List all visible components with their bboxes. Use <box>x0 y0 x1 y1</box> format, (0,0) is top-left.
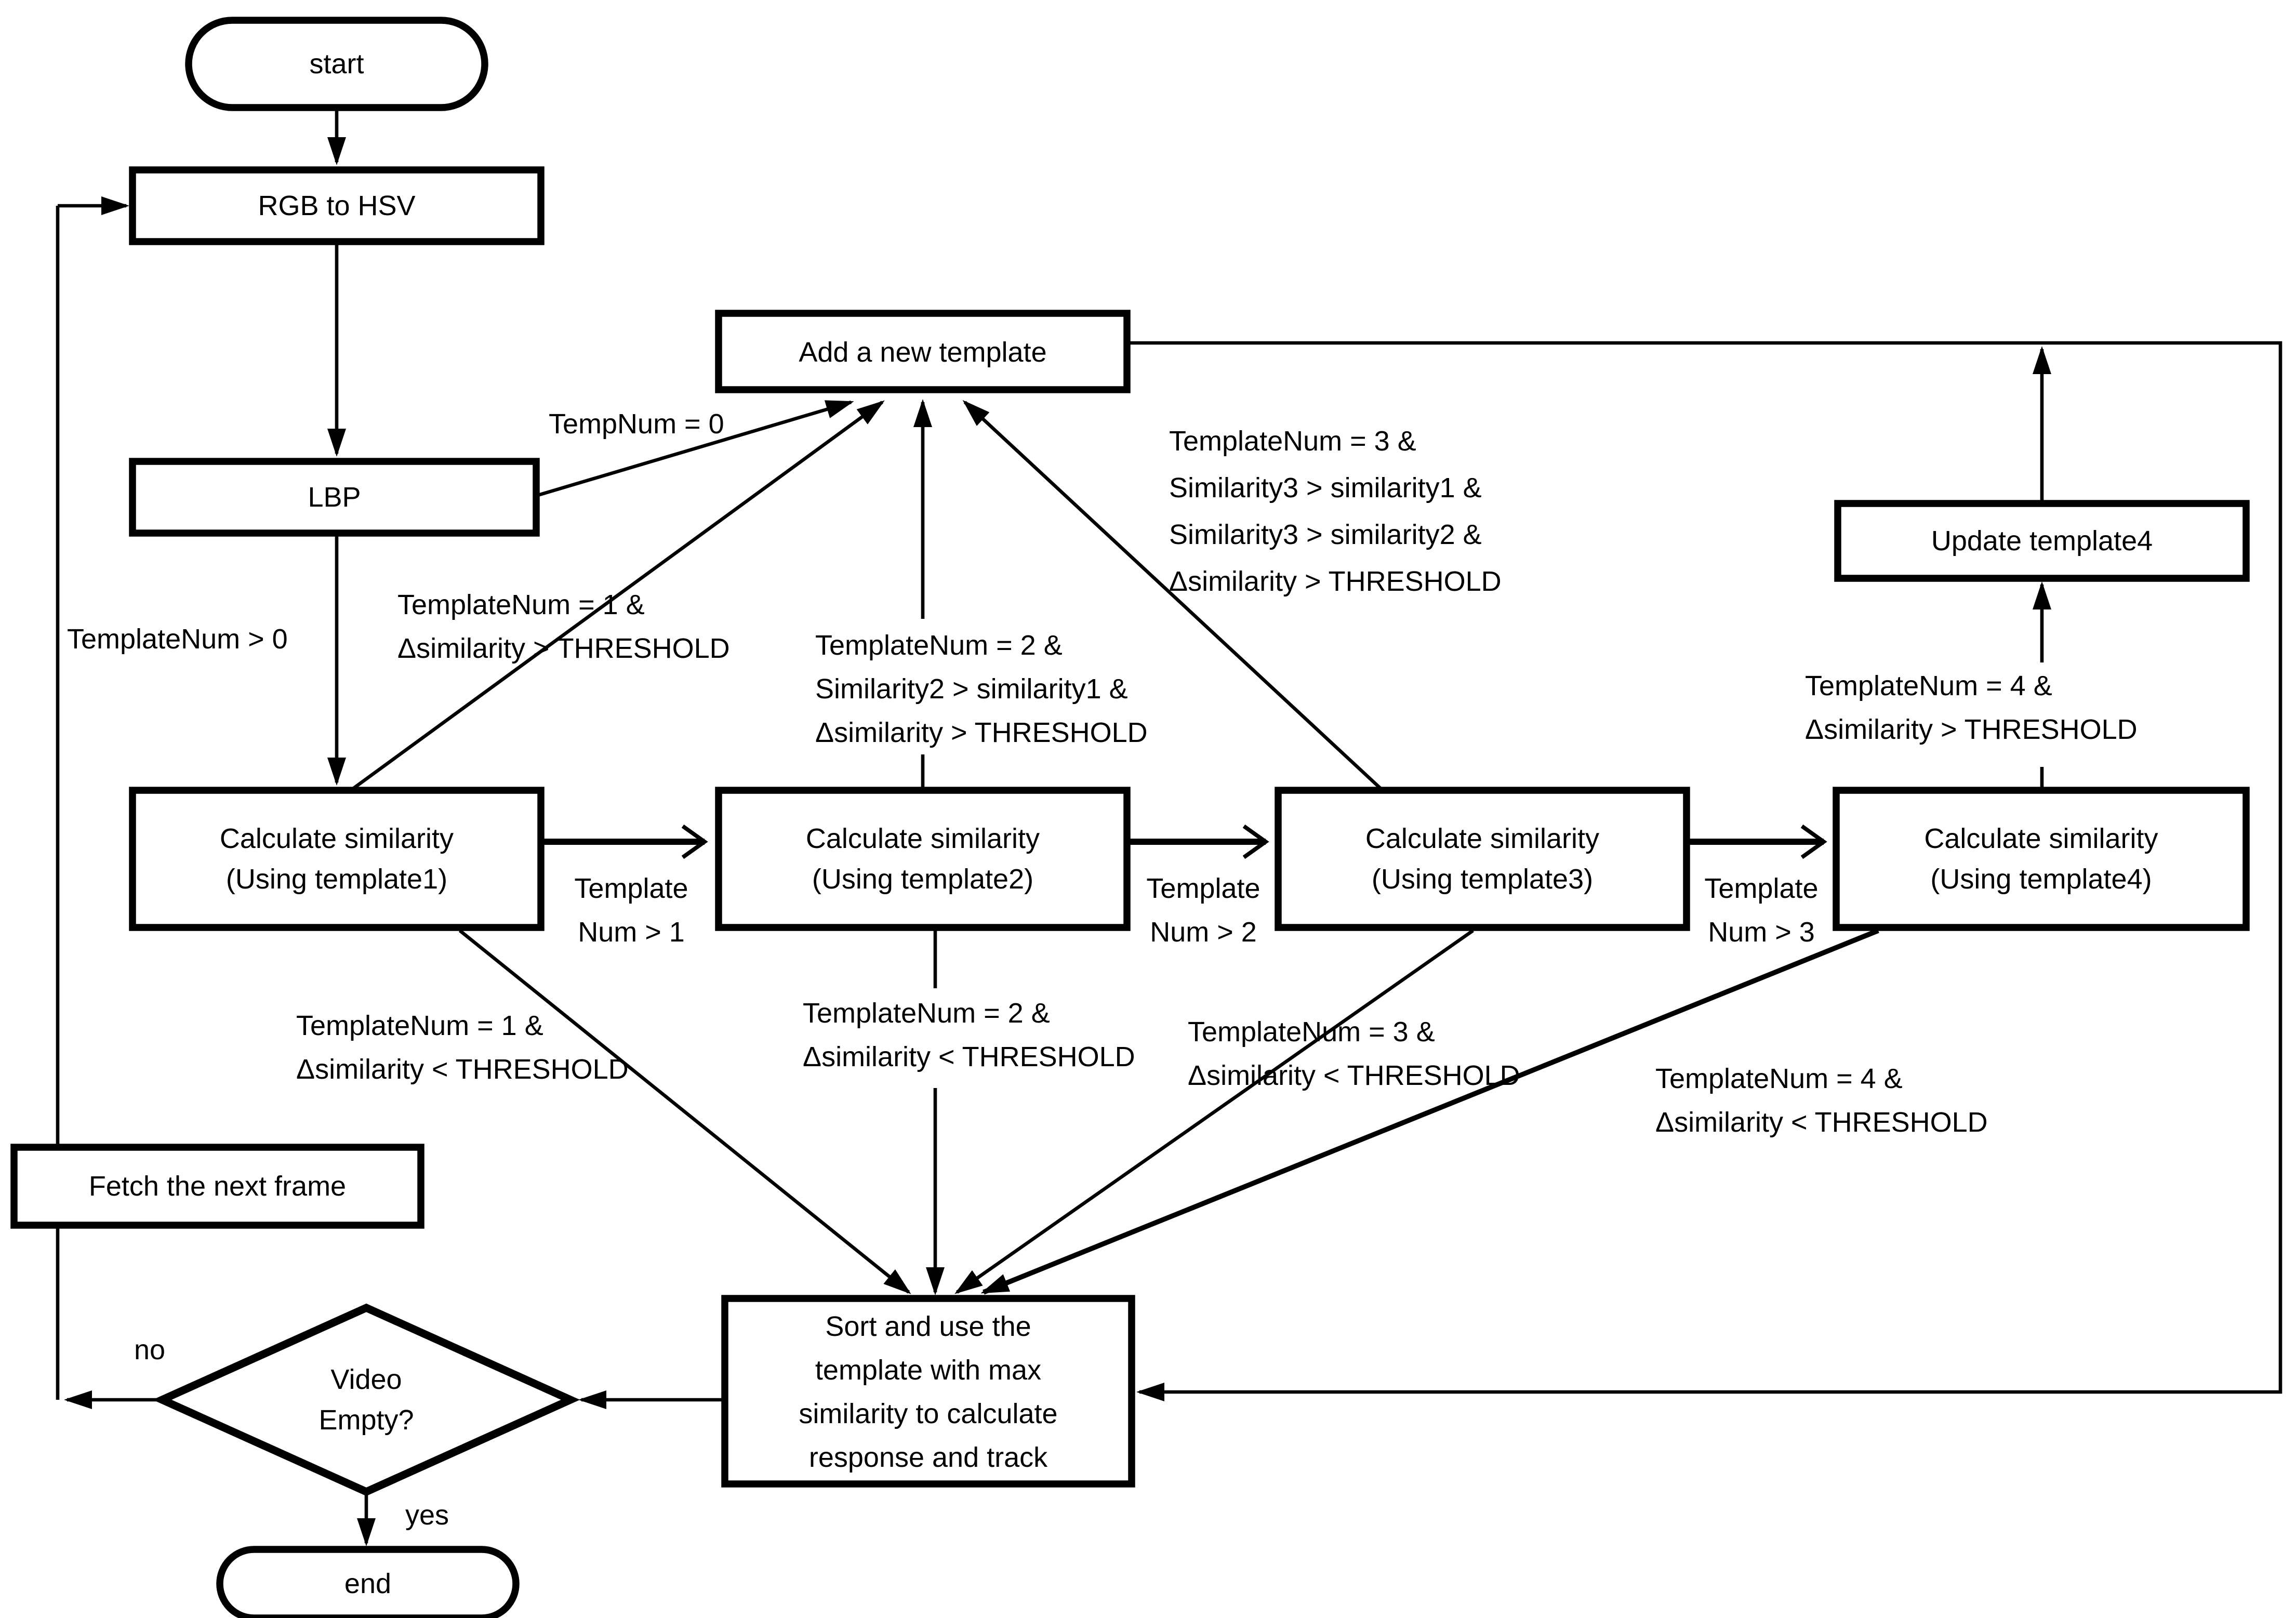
sort-node: Sort and use the template with max simil… <box>725 1298 1132 1484</box>
edge-label-yes: yes <box>405 1500 449 1531</box>
edge-label-tempnum0: TempNum = 0 <box>549 408 724 440</box>
edge-label-cond3-add: TemplateNum = 3 & Similarity3 > similari… <box>1169 418 1502 605</box>
lbp-label: LBP <box>308 482 361 513</box>
edge-label-cond4-sort: TemplateNum = 4 & Δsimilarity < THRESHOL… <box>1655 1057 1988 1144</box>
edge-calc1-to-add <box>350 400 885 792</box>
edge-label-cond2-add: TemplateNum = 2 & Similarity2 > similari… <box>815 624 1148 754</box>
calc2-line1: Calculate similarity <box>805 823 1040 854</box>
update-template4-node-shape <box>1834 500 2250 582</box>
cond3-sort-line1: TemplateNum = 3 & <box>1188 1016 1435 1047</box>
tn2-line2: Num > 2 <box>1150 917 1257 948</box>
tn3-line2: Num > 3 <box>1708 917 1815 948</box>
tn3-line1: Template <box>1704 873 1819 904</box>
fetch-node-shape <box>10 1144 424 1229</box>
edge-calc1-to-sort <box>458 929 911 1294</box>
edge-label-templatenum-gt2: Template Num > 2 <box>1125 867 1281 954</box>
calc1-line1: Calculate similarity <box>219 823 454 854</box>
edge-calc3-to-add <box>962 400 1384 792</box>
cond3-add-line2: Similarity3 > similarity1 & <box>1169 472 1482 503</box>
calc4-line2: (Using template4) <box>1930 864 2152 895</box>
edge-label-templatenum-gt0: TemplateNum > 0 <box>67 624 288 655</box>
cond1-add-line1: TemplateNum = 1 & <box>397 589 645 620</box>
edge-label-cond4-update: TemplateNum = 4 & Δsimilarity > THRESHOL… <box>1805 664 2138 751</box>
edge-label-templatenum-gt3: Template Num > 3 <box>1683 867 1839 954</box>
cond2-add-line3: Δsimilarity > THRESHOLD <box>815 717 1148 748</box>
calc2-line2: (Using template2) <box>812 864 1034 895</box>
cond4-update-line1: TemplateNum = 4 & <box>1805 670 2052 701</box>
end-node: end <box>220 1549 516 1618</box>
video-empty-node: Video Empty? <box>162 1308 570 1492</box>
cond4-update-line2: Δsimilarity > THRESHOLD <box>1805 714 2138 745</box>
video-empty-line1: Video <box>330 1364 402 1395</box>
start-label: start <box>309 48 364 79</box>
calc-similarity1-node: Calculate similarity (Using template1) <box>132 790 541 927</box>
edge-label-cond1-sort: TemplateNum = 1 & Δsimilarity < THRESHOL… <box>296 1004 629 1091</box>
edge-label-no: no <box>134 1334 166 1365</box>
start-node: start <box>189 20 485 108</box>
add-template-label: Add a new template <box>799 336 1047 367</box>
calc4-line1: Calculate similarity <box>1924 823 2158 854</box>
sort-line1: Sort and use the <box>825 1310 1031 1342</box>
tn1-line1: Template <box>574 873 688 904</box>
cond2-add-line2: Similarity2 > similarity1 & <box>815 673 1128 705</box>
calc4-node-shape <box>1833 787 2250 931</box>
edge-label-cond3-sort: TemplateNum = 3 & Δsimilarity < THRESHOL… <box>1188 1010 1520 1097</box>
edge-calc3-to-sort <box>954 929 1474 1294</box>
edge-label-cond2-sort: TemplateNum = 2 & Δsimilarity < THRESHOL… <box>803 991 1135 1079</box>
end-label: end <box>344 1568 392 1599</box>
edge-label-cond1-add: TemplateNum = 1 & Δsimilarity > THRESHOL… <box>397 583 730 670</box>
tn2-line1: Template <box>1146 873 1260 904</box>
edge-label-templatenum-gt1: Template Num > 1 <box>553 867 709 954</box>
lbp-node-shape <box>129 458 540 537</box>
rgb-to-hsv-node: RGB to HSV <box>132 170 541 242</box>
end-node-shape <box>216 1546 520 1618</box>
cond4-sort-line1: TemplateNum = 4 & <box>1655 1063 1903 1094</box>
calc-similarity4-node: Calculate similarity (Using template4) <box>1836 790 2246 927</box>
cond1-sort-line1: TemplateNum = 1 & <box>296 1010 543 1041</box>
sort-line2: template with max <box>815 1354 1042 1385</box>
sort-node-shape <box>721 1295 1135 1488</box>
cond3-add-line1: TemplateNum = 3 & <box>1169 426 1416 457</box>
edge-calc4-to-sort <box>980 928 1879 1295</box>
calc1-line2: (Using template1) <box>225 864 448 895</box>
cond2-sort-line2: Δsimilarity < THRESHOLD <box>803 1041 1135 1072</box>
calc3-line2: (Using template3) <box>1371 864 1594 895</box>
cond3-add-line3: Similarity3 > similarity2 & <box>1169 519 1482 550</box>
sort-line3: similarity to calculate <box>799 1397 1058 1429</box>
add-template-node-shape <box>715 310 1131 393</box>
edge-add-loop-to-sort <box>1127 341 2282 1401</box>
fetch-frame-label: Fetch the next frame <box>88 1171 347 1202</box>
cond4-sort-line2: Δsimilarity < THRESHOLD <box>1655 1107 1988 1138</box>
cond3-add-line4: Δsimilarity > THRESHOLD <box>1169 566 1502 597</box>
rgb-to-hsv-label: RGB to HSV <box>258 190 416 221</box>
tn1-line2: Num > 1 <box>578 917 685 948</box>
cond2-sort-line1: TemplateNum = 2 & <box>803 998 1050 1029</box>
update-template4-label: Update template4 <box>1931 525 2153 556</box>
calc-similarity3-node: Calculate similarity (Using template3) <box>1278 790 1687 927</box>
calc-similarity2-node: Calculate similarity (Using template2) <box>719 790 1127 927</box>
video-empty-diamond-shape <box>152 1303 580 1496</box>
calc3-line1: Calculate similarity <box>1365 823 1600 854</box>
start-node-shape <box>185 17 488 111</box>
lbp-node: LBP <box>132 461 536 533</box>
video-empty-line2: Empty? <box>318 1404 414 1436</box>
cond2-add-line1: TemplateNum = 2 & <box>815 630 1063 661</box>
edge-lbp-to-add <box>536 400 854 498</box>
update-template4-node: Update template4 <box>1838 503 2246 578</box>
cond3-sort-line2: Δsimilarity < THRESHOLD <box>1188 1060 1520 1091</box>
add-template-node: Add a new template <box>719 313 1127 390</box>
cond1-sort-line2: Δsimilarity < THRESHOLD <box>296 1054 629 1085</box>
fetch-frame-node: Fetch the next frame <box>14 1147 421 1225</box>
calc2-node-shape <box>715 787 1131 931</box>
rgb-node-shape <box>129 166 545 245</box>
calc3-node-shape <box>1275 787 1690 931</box>
calc1-node-shape <box>129 787 545 931</box>
sort-line4: response and track <box>808 1441 1048 1473</box>
cond1-add-line2: Δsimilarity > THRESHOLD <box>397 633 730 664</box>
